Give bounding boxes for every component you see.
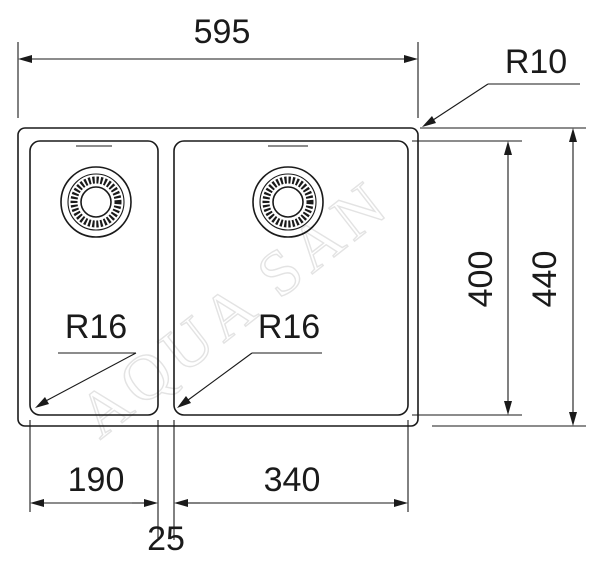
dimension-label-440: 440	[526, 251, 564, 308]
leader-left-r16	[35, 352, 137, 408]
leader-r10	[422, 83, 580, 127]
left-bowl-outline	[29, 140, 159, 416]
left-drain-icon	[60, 166, 132, 238]
right-bowl-outline	[173, 140, 409, 416]
dimension-inner-depth	[504, 141, 512, 415]
dimension-overall-depth	[569, 128, 577, 426]
dimension-label-right-r16: R16	[258, 308, 320, 346]
dimension-label-400: 400	[462, 251, 500, 308]
dimension-overall-width	[17, 42, 419, 118]
dimension-label-190: 190	[68, 461, 125, 499]
dimension-label-25: 25	[147, 520, 185, 558]
dimension-label-left-r16: R16	[65, 308, 127, 346]
dimension-label-r10: R10	[505, 43, 567, 81]
dimension-left-bowl-width	[30, 499, 158, 507]
leader-right-r16	[177, 352, 322, 408]
dimension-label-340: 340	[264, 461, 321, 499]
sink-outer-outline	[17, 127, 419, 427]
dimension-label-595: 595	[194, 13, 251, 51]
right-drain-icon	[252, 166, 324, 238]
dimension-right-bowl-width	[174, 499, 408, 507]
